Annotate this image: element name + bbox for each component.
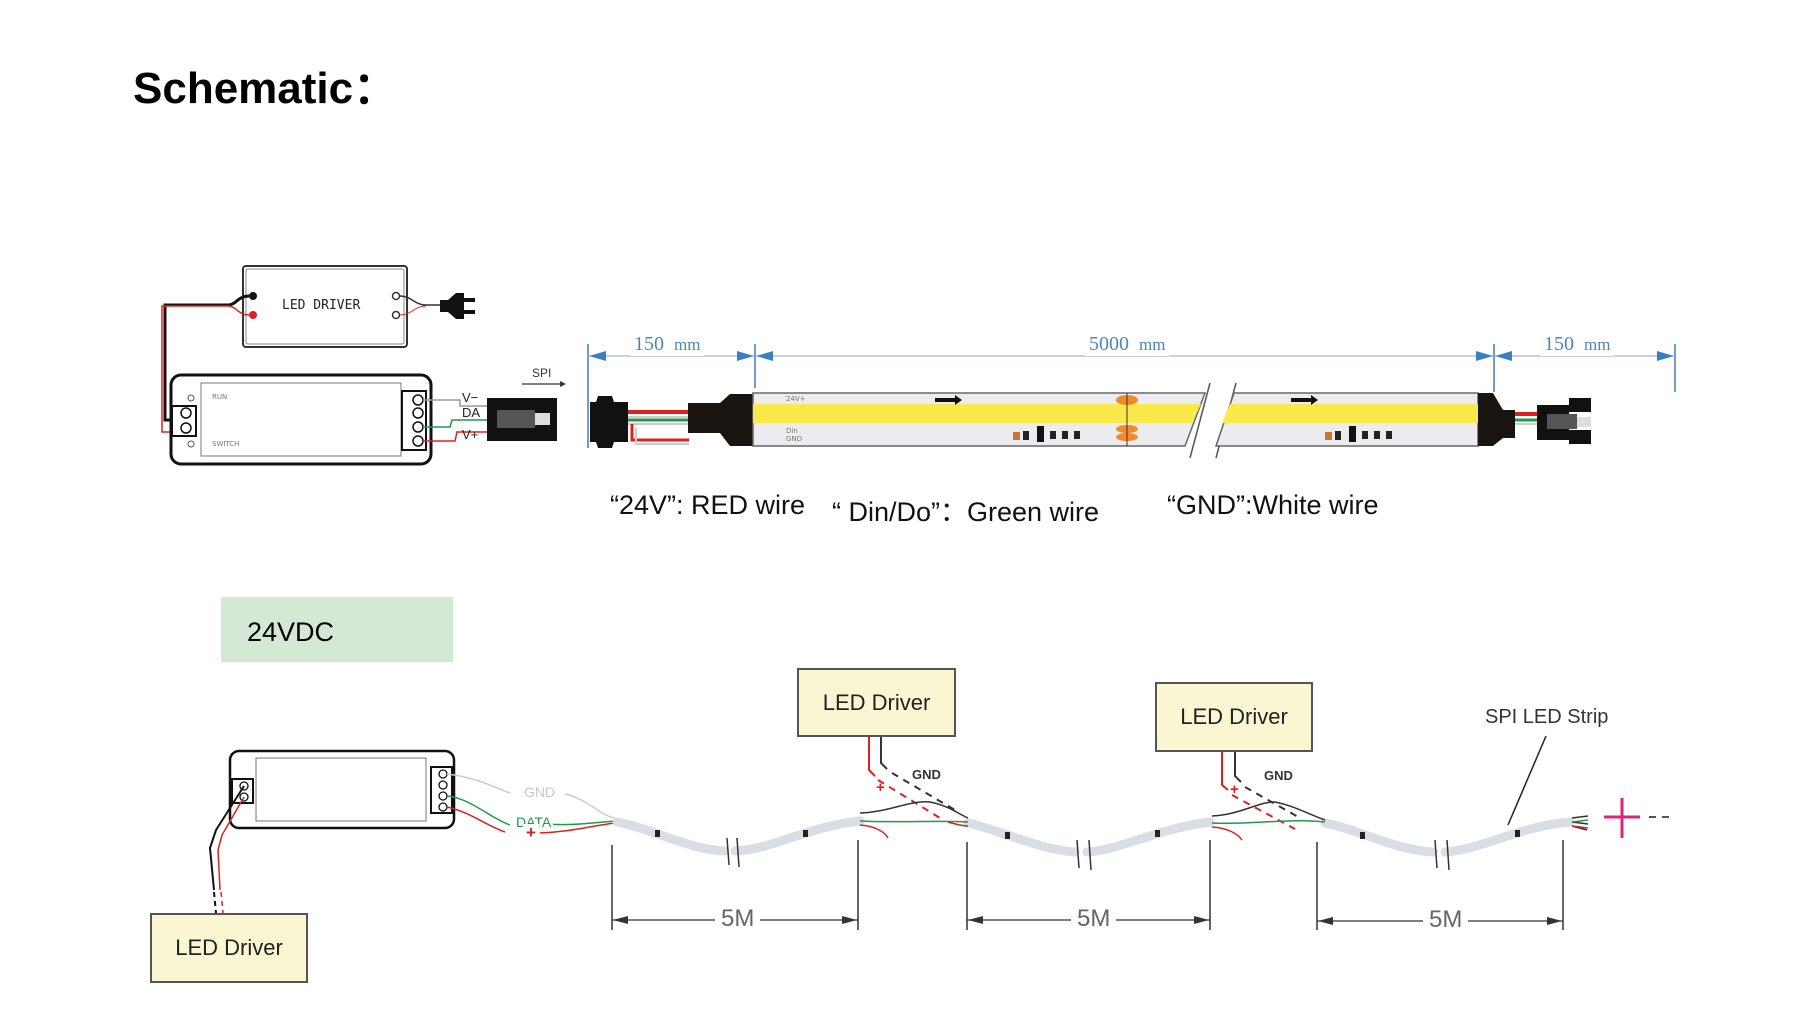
male-connector-left [590,394,753,448]
injection-1-gnd-label: GND [912,767,941,782]
strip-callout-line [1507,735,1547,826]
switch-label: SWITCH [212,440,240,448]
strip-leds [655,830,1520,839]
injection-1-plus-label: + [876,779,885,796]
voltage-badge: 24VDC [221,597,453,662]
female-connector [487,398,561,441]
legend-red-wire: “24V”: RED wire [610,490,806,520]
injection-wires-2 [1211,752,1326,841]
driver-negative-terminal [249,292,257,300]
injection-wires-1 [859,737,969,839]
voltage-badge-text: 24VDC [247,617,335,647]
run-label: RUN [212,393,228,401]
continuation-plus-icon [1604,798,1640,838]
pad-label-gnd: GND [786,435,803,443]
page-title: Schematic： [133,64,398,113]
male-connector-right [1478,393,1591,446]
legend-white-wire: “GND”:White wire [1167,490,1379,520]
power-supply-label: LED DRIVER [282,298,361,313]
bottom-spi-controller [228,749,456,830]
dim-unit: mm [1584,335,1611,354]
led-driver-injection-1: LED Driver [797,668,956,737]
led-driver-main: LED Driver [150,913,308,983]
pad-label-24v: 24V+ [786,395,806,403]
legend-green-wire: “ Din/Do”：Green wire [832,497,1100,527]
direction-arrow-icon [1291,395,1318,405]
dim-value: 5000 [1089,333,1129,355]
bottom-strips [612,816,1575,857]
dimension-lines [587,344,1676,448]
driver-positive-terminal [249,311,257,319]
dim-strip-5000mm: 5000 mm [1085,333,1170,356]
pad-label-din: Din [786,427,798,435]
break-mark [1189,382,1211,459]
top-led-driver [161,265,440,433]
top-spi-controller [169,373,490,466]
spi-led-strip-callout: SPI LED Strip [1485,706,1609,728]
wire-label-gnd: GND [521,784,559,800]
dim-right-150mm: 150 mm [1540,333,1615,356]
spi-label: SPI [532,366,552,380]
segment-length-2: 5M [1071,905,1117,933]
led-driver-injection-2: LED Driver [1155,682,1313,752]
pin-v-minus: V− [462,390,479,405]
bottom-break-marks [726,837,1450,871]
dim-left-150mm: 150 mm [630,333,705,356]
segment-length-1: 5M [715,905,761,933]
wire-label-plus: + [523,824,539,841]
dim-value: 150 [1544,333,1574,355]
segment-length-3: 5M [1423,906,1469,934]
dim-value: 150 [634,333,664,355]
injection-2-plus-label: + [1230,781,1239,798]
cob-strip-segment-1 [752,392,1207,447]
pin-data: DA [462,405,481,420]
pin-v-plus: V+ [462,427,479,442]
power-plug-icon [440,293,475,319]
dim-unit: mm [674,335,701,354]
direction-arrow-icon [935,395,962,405]
spi-arrow-icon [560,381,566,387]
injection-2-gnd-label: GND [1264,768,1293,783]
cob-strip-segment-2 [1214,392,1479,447]
dim-unit: mm [1139,335,1166,354]
